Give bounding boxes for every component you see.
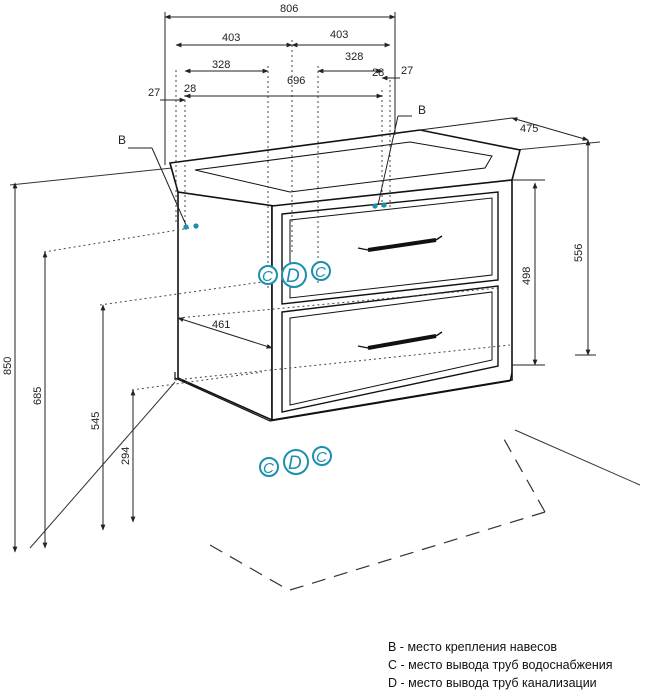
legend: B - место крепления навесов C - место вы…	[388, 638, 656, 692]
reference-lines	[43, 40, 511, 391]
dim-28-left: 28	[184, 83, 196, 95]
wall-pipe-outlets: C D C	[258, 261, 331, 288]
floor-c-left: C	[263, 460, 274, 477]
dim-475: 475	[520, 123, 538, 135]
dim-696: 696	[287, 75, 305, 87]
floor-outline	[209, 431, 546, 591]
dim-545: 545	[90, 412, 102, 430]
dim-27-left: 27	[148, 87, 160, 99]
hanger-points	[183, 202, 387, 230]
dim-28-right: 28	[372, 67, 384, 79]
dim-806: 806	[280, 3, 298, 15]
legend-d: D - место вывода труб канализации	[388, 676, 597, 690]
marker-b-left: B	[118, 133, 126, 147]
dimension-lines	[12, 12, 596, 553]
dim-27-right: 27	[401, 65, 413, 77]
dim-461: 461	[212, 319, 230, 331]
dim-498: 498	[521, 267, 533, 285]
wall-d: D	[286, 266, 300, 287]
legend-c: C - место вывода труб водоснабжения	[388, 658, 613, 672]
dim-556: 556	[573, 244, 585, 262]
dim-685: 685	[32, 387, 44, 405]
floor-pipe-outlets: C D C	[259, 446, 332, 477]
dim-294: 294	[120, 447, 132, 465]
dim-403-left: 403	[222, 32, 240, 44]
floor-d: D	[288, 453, 302, 474]
marker-b-right: B	[418, 103, 426, 117]
dim-850: 850	[2, 357, 14, 375]
wall-c-left: C	[262, 268, 273, 285]
floor-c-right: C	[316, 449, 327, 466]
legend-b: B - место крепления навесов	[388, 640, 558, 654]
dim-328-left: 328	[212, 59, 230, 71]
wall-c-right: C	[315, 264, 326, 281]
dim-328-right: 328	[345, 51, 363, 63]
b-leaders	[128, 115, 412, 226]
dim-403-right: 403	[330, 29, 348, 41]
cabinet	[168, 129, 521, 422]
